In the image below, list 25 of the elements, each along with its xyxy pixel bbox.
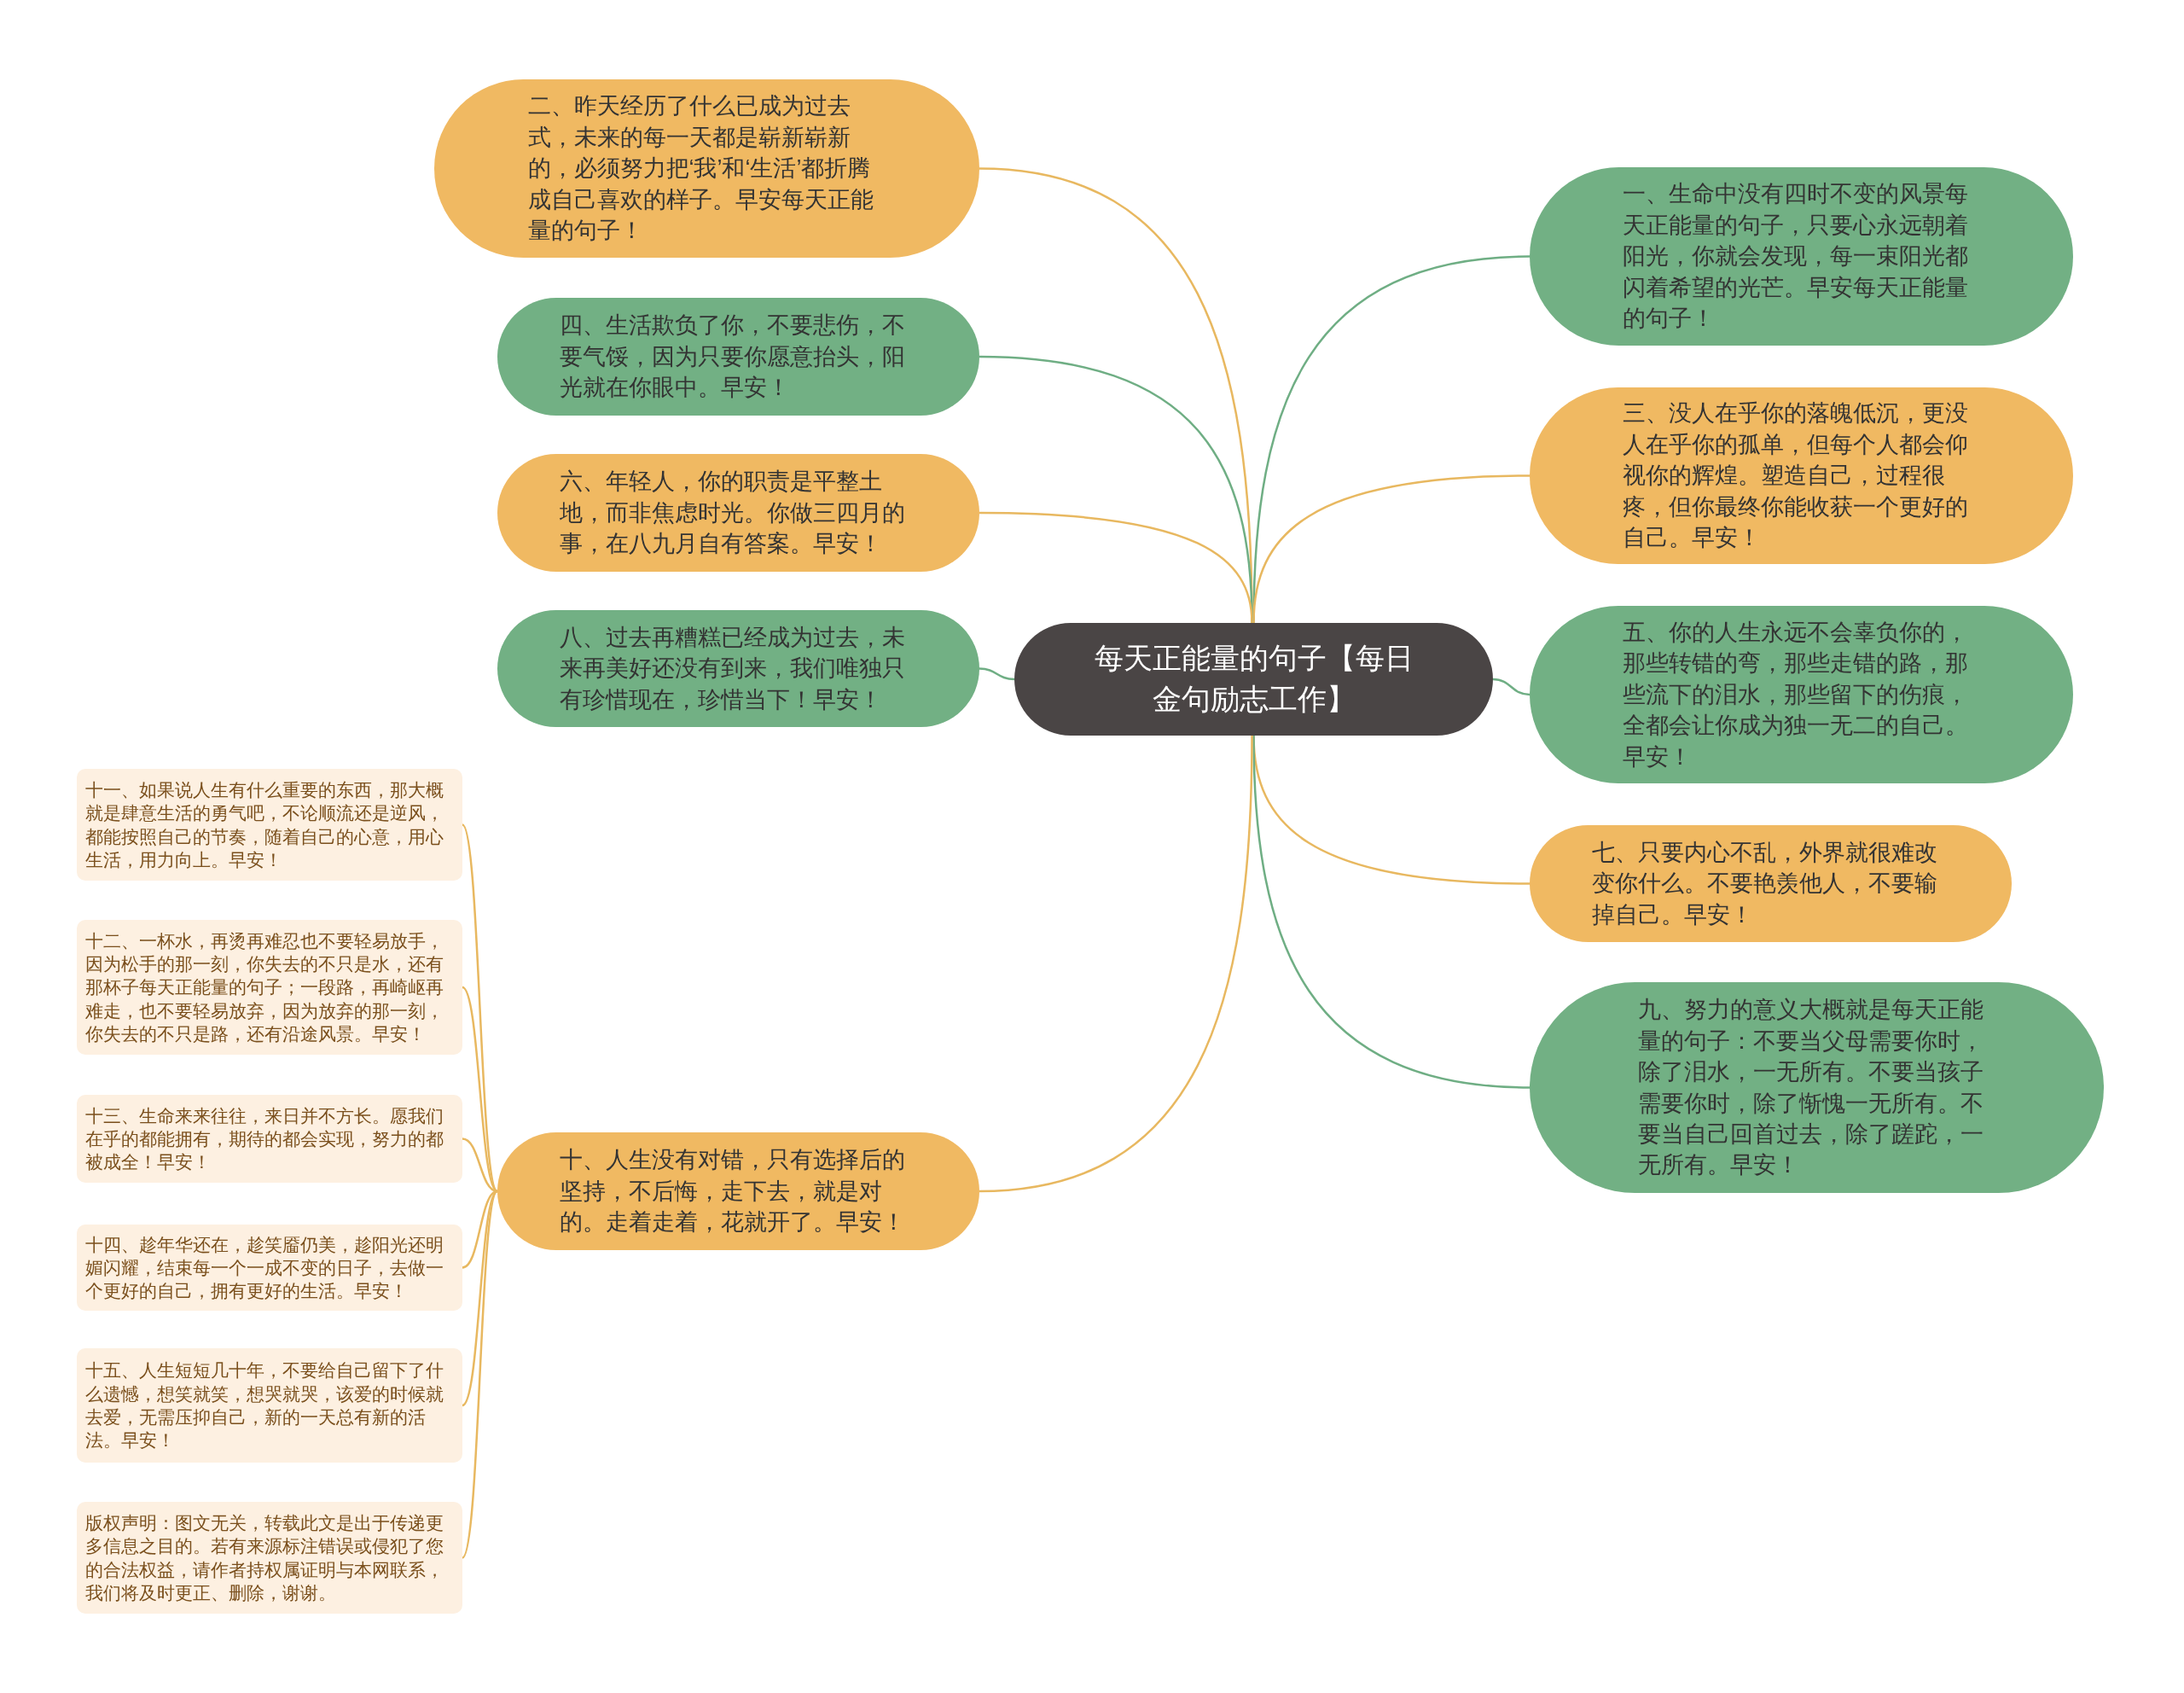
topic-bubble: 一、生命中没有四时不变的风景每天正能量的句子，只要心永远朝着阳光，你就会发现，每一束阳光都闪着希望的光芒。早安每天正能量的句子！ (1530, 167, 2073, 346)
note-card: 十四、趁年华还在，趁笑靥仍美，趁阳光还明媚闪耀，结束每一个一成不变的日子，去做一个更好的自己，拥有更好的生活。早安！ (77, 1225, 462, 1311)
topic-bubble: 五、你的人生永远不会辜负你的，那些转错的弯，那些走错的路，那些流下的泪水，那些留下的伤痕，全都会让你成为独一无二的自己。早安！ (1530, 606, 2073, 783)
topic-bubble: 八、过去再糟糕已经成为过去，未来再美好还没有到来，我们唯独只有珍惜现在，珍惜当下！早安！ (497, 610, 979, 727)
central-topic: 每天正能量的句子【每日金句励志工作】 (1014, 623, 1493, 736)
note-card: 十五、人生短短几十年，不要给自己留下了什么遗憾，想笑就笑，想哭就哭，该爱的时候就去爱，无需压抑自己，新的一天总有新的活法。早安！ (77, 1348, 462, 1463)
note-card: 十二、一杯水，再烫再难忍也不要轻易放手，因为松手的那一刻，你失去的不只是水，还有那杯子每天正能量的句子；一段路，再崎岖再难走，也不要轻易放弃，因为放弃的那一刻，你失去的不只是路，还有沿途风景。早安！ (77, 920, 462, 1055)
topic-bubble: 七、只要内心不乱，外界就很难改变你什么。不要艳羡他人，不要输掉自己。早安！ (1530, 825, 2012, 942)
connector-line (979, 667, 1015, 681)
topic-bubble: 四、生活欺负了你，不要悲伤，不要气馁，因为只要你愿意抬头，阳光就在你眼中。早安！ (497, 298, 979, 416)
topic-bubble: 六、年轻人，你的职责是平整土地，而非焦虑时光。你做三四月的事，在八九月自有答案。早安！ (497, 454, 979, 572)
topic-bubble: 三、没人在乎你的落魄低沉，更没人在乎你的孤单，但每个人都会仰视你的辉煌。塑造自己，过程很疼，但你最终你能收获一个更好的自己。早安！ (1530, 387, 2073, 564)
connector-line (1492, 678, 1531, 696)
connector-line (462, 1190, 498, 1406)
note-card: 十一、如果说人生有什么重要的东西，那大概就是肆意生活的勇气吧，不论顺流还是逆风，都能按照自己的节奏，随着自己的心意，用心生活，用力向上。早安！ (77, 769, 462, 881)
note-card: 版权声明：图文无关，转载此文是出于传递更多信息之目的。若有来源标注错误或侵犯了您的合法权益，请作者持权属证明与本网联系，我们将及时更正、删除，谢谢。 (77, 1502, 462, 1614)
topic-bubble: 十、人生没有对错，只有选择后的坚持，不后悔，走下去，就是对的。走着走着，花就开了。早安！ (497, 1132, 979, 1250)
topic-bubble: 二、昨天经历了什么已成为过去式，未来的每一天都是崭新崭新的，必须努力把‘我’和‘生活’都折腾成自己喜欢的样子。早安每天正能量的句子！ (434, 79, 979, 258)
note-card: 十三、生命来来往往，来日并不方长。愿我们在乎的都能拥有，期待的都会实现，努力的都被成全！早安！ (77, 1095, 462, 1183)
connector-line (979, 511, 1253, 624)
connector-line (1252, 474, 1531, 624)
topic-bubble: 九、努力的意义大概就是每天正能量的句子：不要当父母需要你时，除了泪水，一无所有。不要当孩子需要你时，除了惭愧一无所有。不要当自己回首过去，除了蹉跎，一无所有。早安！ (1530, 982, 2104, 1193)
connector-line (979, 735, 1253, 1193)
connector-line (461, 1190, 499, 1559)
connector-line (1252, 735, 1531, 1089)
